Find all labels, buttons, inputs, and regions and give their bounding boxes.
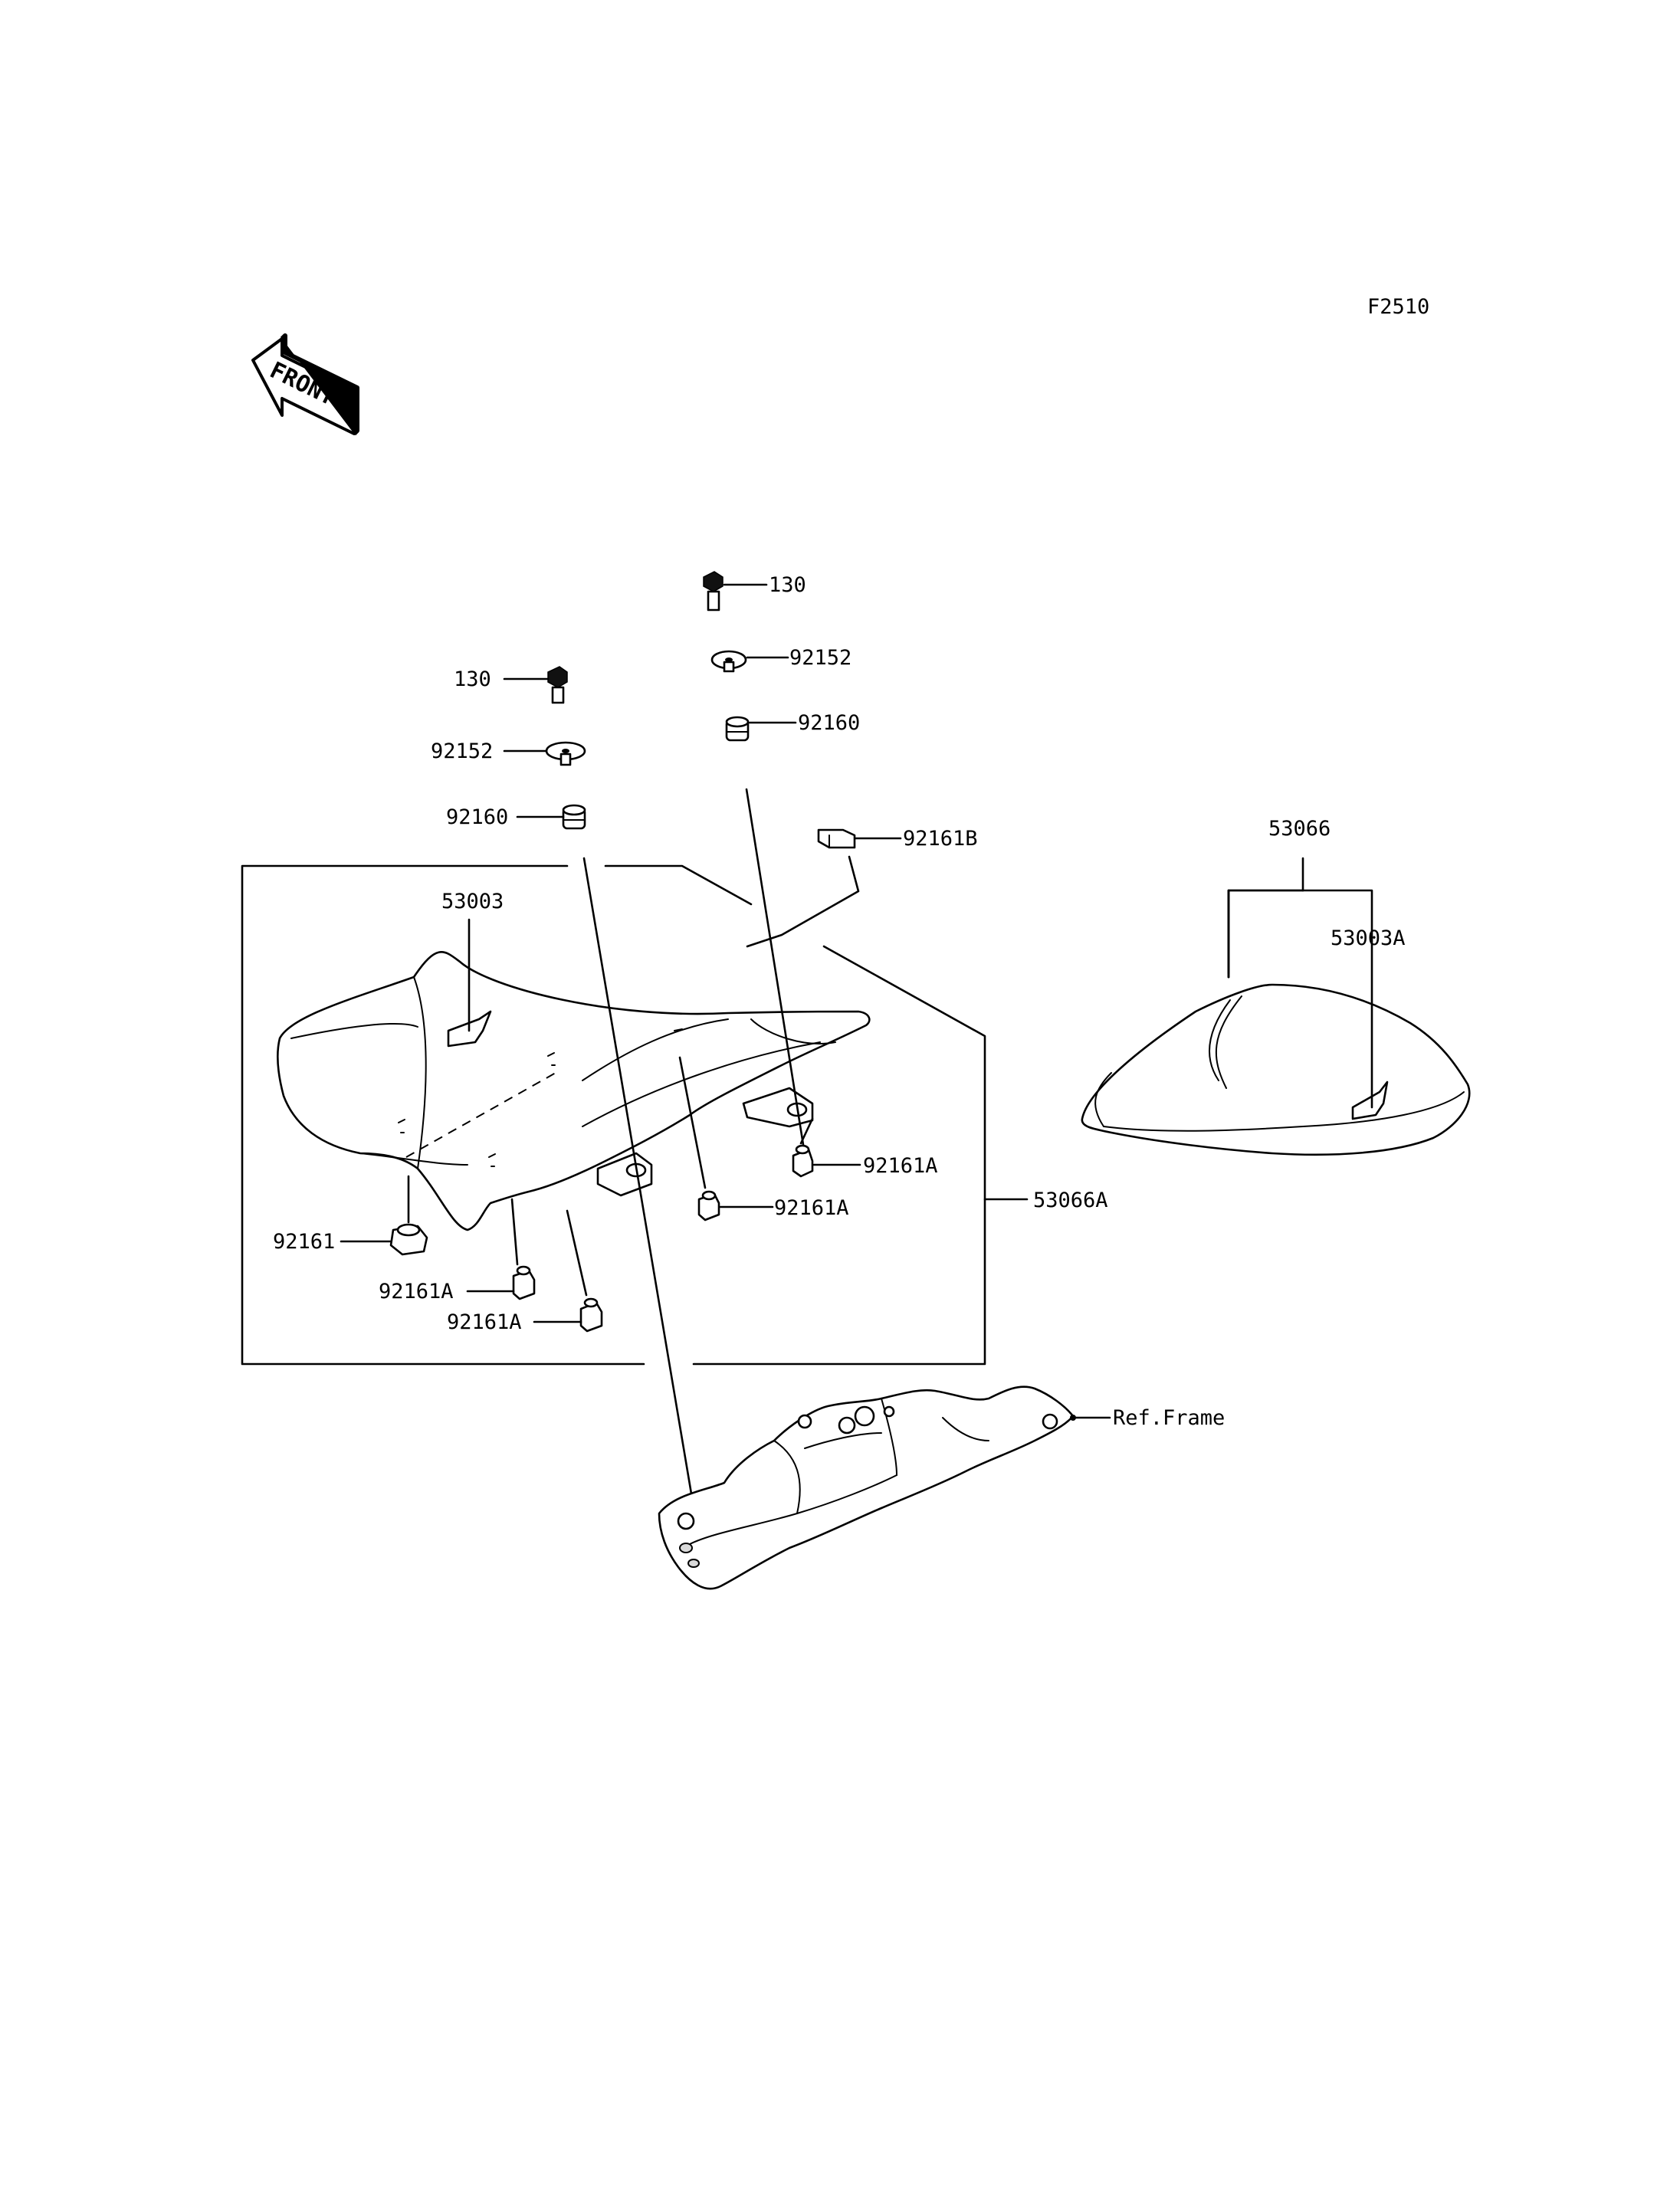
label-damper-a-2: 92161A xyxy=(774,1196,849,1220)
dampers xyxy=(389,1056,814,1333)
damper-b xyxy=(746,828,902,948)
label-washer-rear: 92152 xyxy=(789,646,851,670)
label-damper-a-1: 92161A xyxy=(863,1154,938,1178)
label-rear-seat-pad: 53003A xyxy=(1331,926,1406,950)
front-seat-assembly-frame xyxy=(241,864,1029,1366)
label-front-seat-pad: 53003 xyxy=(441,890,504,913)
front-arrow-icon: FRONT xyxy=(251,333,359,436)
label-grommet-rear: 92160 xyxy=(798,711,860,735)
label-front-seat-assy: 53066A xyxy=(1033,1189,1108,1212)
label-damper-a-3: 92161A xyxy=(379,1280,454,1303)
subframe xyxy=(658,1385,1075,1590)
label-damper-b: 92161B xyxy=(903,827,978,851)
label-rear-seat-assy: 53066 xyxy=(1268,817,1331,841)
leaders xyxy=(340,583,1111,1421)
rear-fastener-stack xyxy=(703,571,809,1170)
label-damper-a-4: 92161A xyxy=(447,1310,522,1334)
label-damper-main: 92161 xyxy=(273,1230,335,1254)
label-frame-ref: Ref.Frame xyxy=(1113,1406,1225,1430)
label-washer-front: 92152 xyxy=(431,739,493,763)
label-grommet-front: 92160 xyxy=(446,805,508,829)
diagram-code: F2510 xyxy=(1367,295,1429,319)
rear-seat xyxy=(1081,976,1471,1156)
label-bolt-front: 130 xyxy=(454,667,491,691)
front-seat xyxy=(276,951,871,1231)
front-fastener-stack xyxy=(545,666,695,1509)
label-bolt-rear: 130 xyxy=(769,573,806,597)
